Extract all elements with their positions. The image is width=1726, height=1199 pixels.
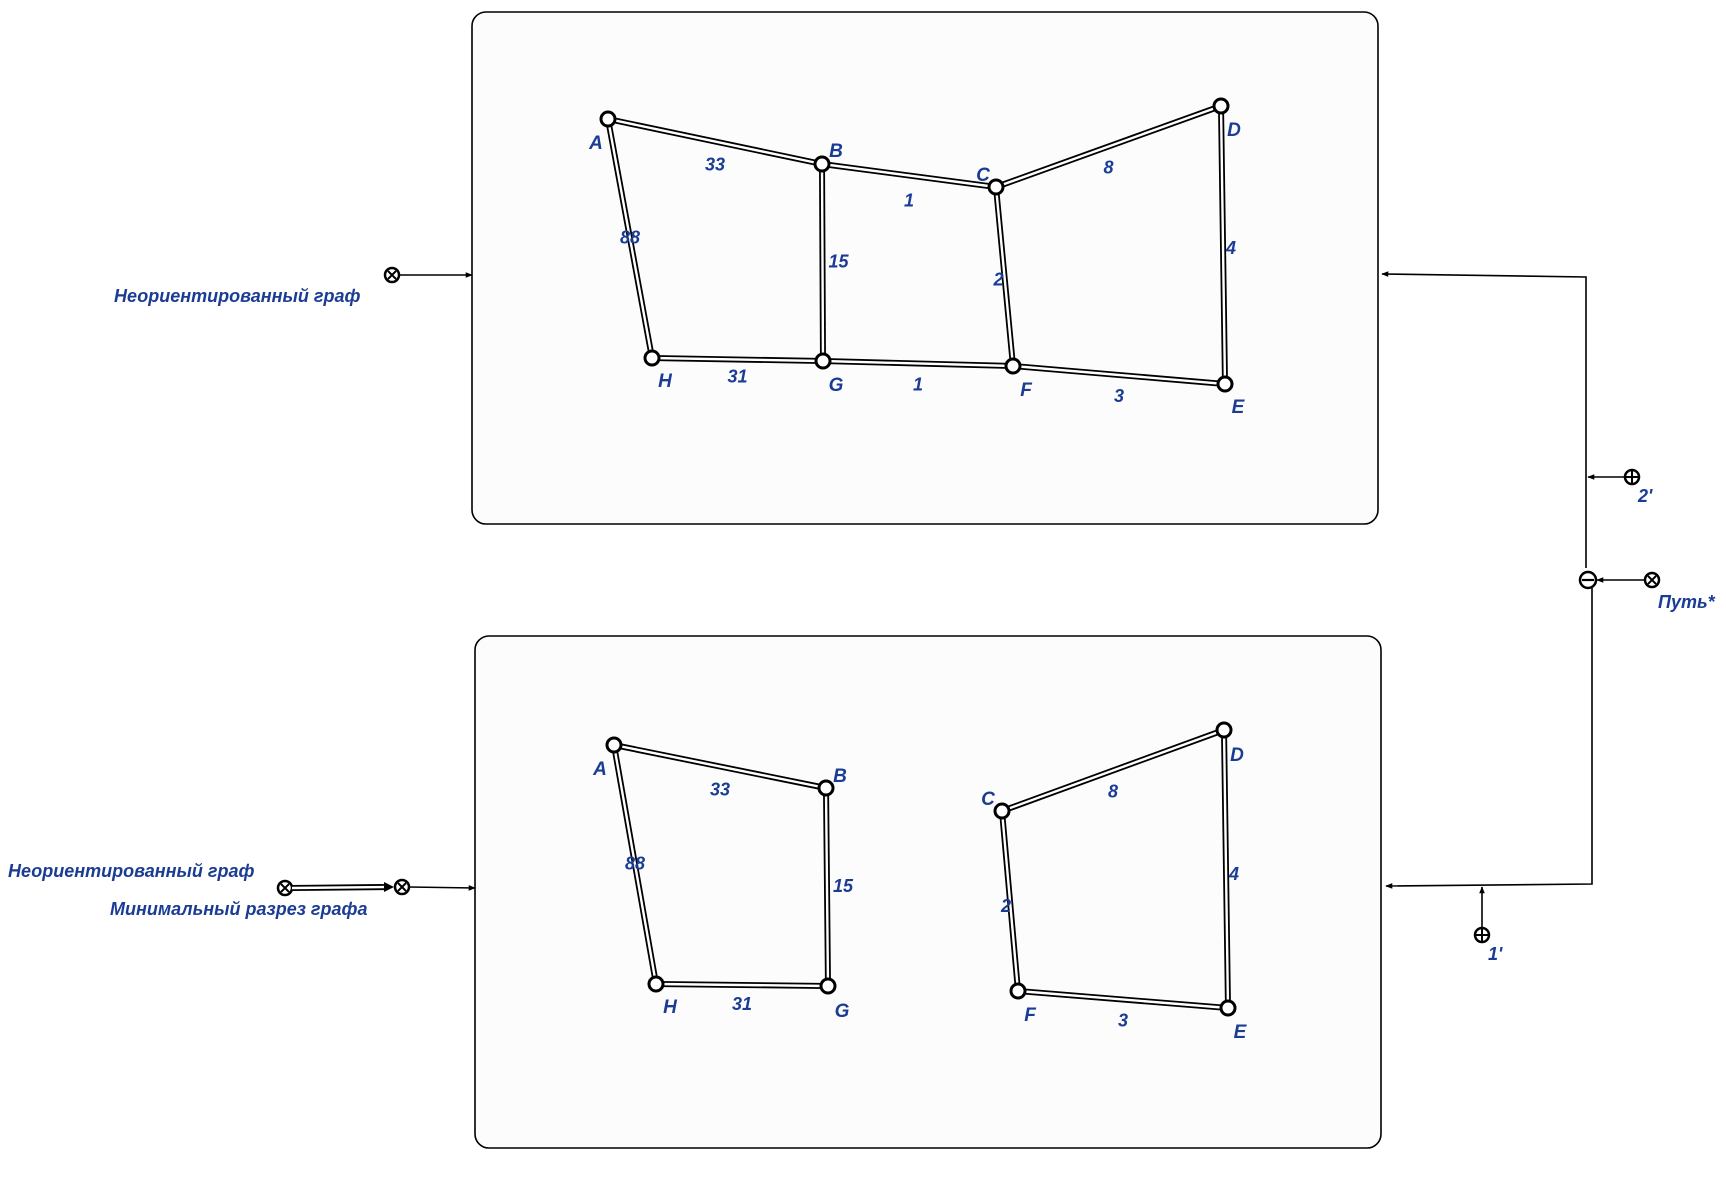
bottom-node-a[interactable] xyxy=(605,736,623,754)
top-node-d[interactable] xyxy=(1212,97,1230,115)
top-input-port-cross xyxy=(387,270,397,280)
bottom-edge-a-h-inner xyxy=(612,744,658,985)
top-node-a[interactable] xyxy=(599,110,617,128)
bottom-graph-panel xyxy=(474,635,1382,1149)
top-weight-f-e: 3 xyxy=(1114,386,1124,406)
path-port-label: Путь* xyxy=(1658,592,1716,612)
port-2-label: 2' xyxy=(1637,486,1653,506)
bottom-node-c[interactable] xyxy=(993,802,1011,820)
feedback-wire-bottom xyxy=(1385,582,1593,889)
top-node-f[interactable] xyxy=(1004,357,1022,375)
bottom-node-label-h: H xyxy=(663,997,678,1018)
bottom-weight-f-e: 3 xyxy=(1118,1010,1128,1030)
bottom-edge-a-b-inner xyxy=(613,743,827,790)
top-weight-g-f: 1 xyxy=(913,374,923,394)
top-weight-h-g: 31 xyxy=(727,366,747,386)
top-node-b[interactable] xyxy=(813,155,831,173)
top-edge-b-c-inner xyxy=(821,162,997,189)
top-weight-b-g: 15 xyxy=(828,251,849,271)
port-2-plus xyxy=(1625,470,1639,484)
top-weight-a-b: 33 xyxy=(705,154,725,174)
bottom-weight-a-h: 88 xyxy=(625,853,645,873)
right-feedback: Путь* 2' 1' xyxy=(1381,271,1716,964)
bottom-node-b[interactable] xyxy=(817,779,835,797)
bottom-edge-c-d-inner xyxy=(1001,728,1225,813)
bottom-node-label-e: E xyxy=(1234,1022,1248,1043)
bottom-graph: 33 88 15 31 8 2 4 3 A B H G C D F E xyxy=(592,721,1248,1043)
bottom-weight-d-e: 4 xyxy=(1228,864,1239,884)
top-node-label-c: C xyxy=(976,165,990,186)
top-edge-f-e-inner xyxy=(1012,364,1226,386)
top-node-h[interactable] xyxy=(643,349,661,367)
bottom-node-label-d: D xyxy=(1230,745,1244,766)
top-node-label-g: G xyxy=(829,375,844,396)
bottom-edge-d-e-inner xyxy=(1222,729,1230,1009)
top-node-label-b: B xyxy=(829,141,843,162)
bottom-edge-f-e-inner xyxy=(1017,989,1229,1010)
top-node-label-a: A xyxy=(588,133,603,154)
top-input-label: Неориентированный граф xyxy=(114,286,360,306)
top-weight-c-f: 2 xyxy=(992,269,1003,289)
bottom-weight-c-f: 2 xyxy=(1000,896,1011,916)
top-node-g[interactable] xyxy=(814,352,832,370)
top-node-e[interactable] xyxy=(1216,375,1234,393)
bottom-node-g[interactable] xyxy=(819,977,837,995)
top-edge-d-e-inner xyxy=(1219,105,1227,385)
bottom-weight-c-d: 8 xyxy=(1108,781,1118,801)
top-edge-h-g-inner xyxy=(651,356,824,363)
top-node-label-d: D xyxy=(1227,120,1241,141)
bottom-node-h[interactable] xyxy=(647,975,665,993)
bottom-input-source-cross xyxy=(280,883,290,893)
bottom-node-label-b: B xyxy=(833,766,847,787)
top-weight-a-h: 88 xyxy=(620,227,640,247)
top-edge-c-d-inner xyxy=(995,104,1222,189)
top-edge-c-f-inner xyxy=(994,186,1015,367)
bottom-weight-a-b: 33 xyxy=(710,779,730,799)
bottom-input-port-cross xyxy=(397,882,407,892)
port-1-label: 1' xyxy=(1488,944,1503,964)
top-edge-a-h-inner xyxy=(606,118,654,359)
port-1-plus xyxy=(1475,928,1489,942)
bottom-edge-b-g-inner xyxy=(824,787,830,987)
top-edge-a-b-inner xyxy=(607,117,823,166)
bottom-node-label-g: G xyxy=(835,1001,850,1022)
feedback-wire-top xyxy=(1381,271,1587,568)
top-node-label-e: E xyxy=(1232,397,1246,418)
bottom-node-label-a: A xyxy=(592,759,607,780)
bottom-input-label-2: Минимальный разрез графа xyxy=(110,899,367,919)
bottom-weight-h-g: 31 xyxy=(732,994,752,1014)
bottom-input-label-1: Неориентированный граф xyxy=(8,861,254,881)
top-edge-b-g-inner xyxy=(820,163,825,362)
bottom-input: Неориентированный граф Минимальный разре… xyxy=(8,861,476,919)
bottom-node-d[interactable] xyxy=(1215,721,1233,739)
top-graph-panel xyxy=(471,11,1379,525)
bottom-weight-b-g: 15 xyxy=(833,876,854,896)
bottom-input-double-line-arrow xyxy=(384,882,394,892)
bottom-input-arrow xyxy=(408,885,476,891)
bottom-node-label-f: F xyxy=(1024,1005,1037,1026)
top-node-c[interactable] xyxy=(987,178,1005,196)
path-port-cross xyxy=(1647,575,1657,585)
top-weight-d-e: 4 xyxy=(1225,238,1236,258)
bottom-node-e[interactable] xyxy=(1219,999,1237,1017)
top-node-label-h: H xyxy=(658,371,673,392)
bottom-edge-h-g-inner xyxy=(655,982,829,988)
bottom-edge-c-f-inner xyxy=(1000,810,1020,992)
top-weight-b-c: 1 xyxy=(904,190,914,210)
top-input: Неориентированный граф xyxy=(114,266,473,306)
top-weight-c-d: 8 xyxy=(1103,157,1113,177)
bottom-node-f[interactable] xyxy=(1009,982,1027,1000)
bottom-node-label-c: C xyxy=(981,789,995,810)
top-node-label-f: F xyxy=(1020,380,1033,401)
top-edge-g-f-inner xyxy=(822,359,1014,368)
